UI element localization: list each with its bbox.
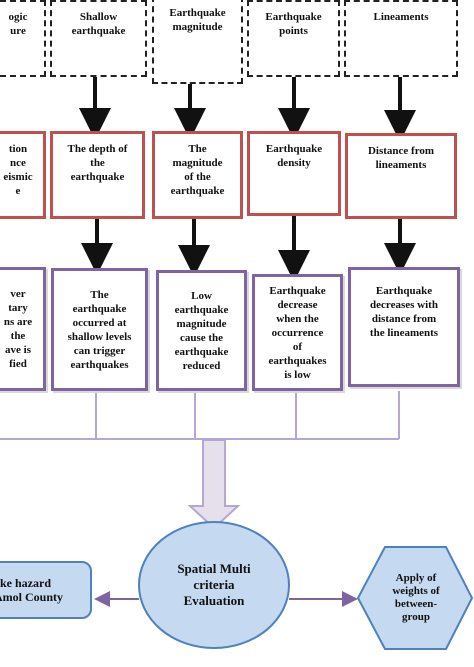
- big-down-arrow: [187, 439, 241, 530]
- input-label: ogic ure: [8, 11, 28, 37]
- weights-label: Apply of weights of between- group: [392, 572, 440, 623]
- effect-box-geologic: ver tary ns are the ave is fied: [0, 267, 46, 391]
- hazard-box-shape: [0, 561, 92, 619]
- factor-box-distance-seismic: tion nce eismic e: [0, 131, 46, 219]
- input-label: Lineaments: [373, 11, 429, 23]
- effect-label: ver tary ns are the ave is fied: [3, 288, 33, 370]
- factor-label: tion nce eismic e: [3, 143, 33, 197]
- collector-lines: [0, 391, 400, 440]
- effect-box-shallow-depth: The earthquake occurred at shallow level…: [51, 268, 148, 391]
- factor-label: The depth of the earthquake: [67, 143, 128, 183]
- input-label: Earthquake points: [265, 11, 322, 37]
- factor-box-earthquake-depth: The depth of the earthquake: [50, 131, 145, 219]
- effect-label: Low earthquake magnitude cause the earth…: [174, 289, 229, 372]
- effect-label: Earthquake decreases with distance from …: [369, 285, 439, 339]
- weights-hexagon-shape: [356, 546, 474, 650]
- effect-box-lineament-distance: Earthquake decreases with distance from …: [348, 267, 460, 387]
- factor-label: Distance from lineaments: [367, 145, 435, 171]
- input-box-earthquake-points: Earthquake points: [247, 0, 340, 77]
- effect-box-low-magnitude: Low earthquake magnitude cause the earth…: [156, 270, 247, 391]
- effect-label: Earthquake decrease when the occurrence …: [268, 284, 327, 381]
- hazard-map-label: ake hazard Amol County: [0, 576, 64, 604]
- input-box-geologic-structure: ogic ure: [0, 0, 46, 77]
- factor-label: The magnitude of the earthquake: [170, 143, 225, 197]
- factor-box-earthquake-magnitude: The magnitude of the earthquake: [152, 131, 243, 219]
- factor-label: Earthquake density: [265, 143, 323, 169]
- smce-label: Spatial Multi criteria Evaluation: [177, 561, 251, 608]
- effect-label: The earthquake occurred at shallow level…: [67, 288, 132, 371]
- input-box-shallow-earthquake: Shallow earthquake: [50, 0, 147, 77]
- smce-ellipse-shape: [138, 521, 290, 649]
- input-box-earthquake-magnitude: Earthquake magnitude: [152, 0, 243, 84]
- input-label: Earthquake magnitude: [169, 7, 226, 33]
- input-label: Shallow earthquake: [71, 11, 126, 37]
- input-box-lineaments: Lineaments: [344, 0, 458, 77]
- factor-box-distance-lineaments: Distance from lineaments: [345, 133, 457, 219]
- factor-box-earthquake-density: Earthquake density: [247, 131, 341, 216]
- effect-box-density-decrease: Earthquake decrease when the occurrence …: [252, 274, 343, 391]
